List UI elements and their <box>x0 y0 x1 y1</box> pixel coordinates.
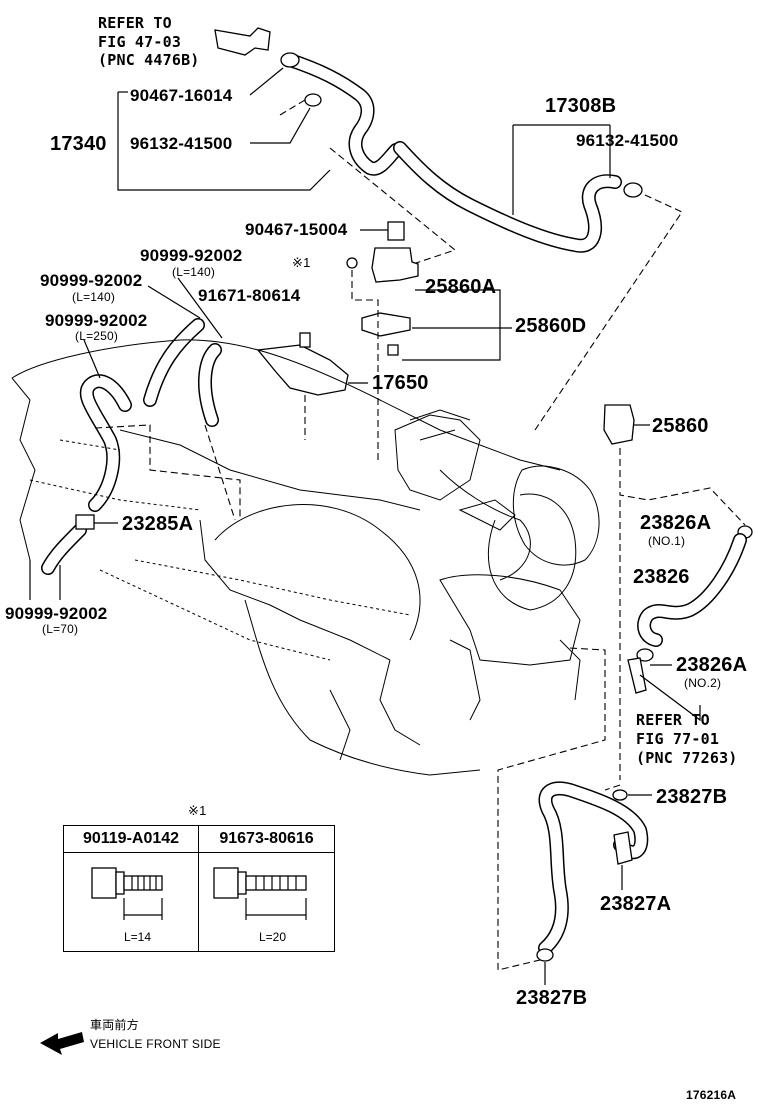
pipe-23827 <box>613 831 633 865</box>
label-23826A-no2-sub: (NO.2) <box>684 676 722 690</box>
label-96132-41500-left: 96132-41500 <box>130 134 233 153</box>
mark1-label: ※1 <box>292 255 311 270</box>
table-col1-part: 90119-A0142 <box>64 826 198 853</box>
vehicle-front-jp: 車両前方 <box>90 1018 139 1032</box>
label-23826A-no1: 23826A <box>640 512 712 534</box>
hose-90999-92002-L140-b <box>198 343 222 427</box>
clamp-96132-41500-left <box>304 93 322 107</box>
table-col2-len: L=20 <box>259 930 287 944</box>
label-23826A-no1-sub: (NO.1) <box>648 534 686 548</box>
label-90999-92002-c-len: (L=250) <box>75 329 119 343</box>
refer-top-line1: REFER TO <box>98 14 172 32</box>
hose-90999-92002-L250 <box>79 374 132 512</box>
bracket-25860D <box>361 312 411 337</box>
label-90999-92002-b: 90999-92002 <box>40 271 143 290</box>
bolt-91671-80614 <box>299 332 311 348</box>
label-23827A: 23827A <box>600 893 672 915</box>
bracket-17340 <box>117 92 331 191</box>
label-17308B: 17308B <box>545 95 617 117</box>
label-23826: 23826 <box>633 566 690 588</box>
clamp-90467-15004 <box>387 221 405 241</box>
table-col1-len: L=14 <box>124 930 152 944</box>
label-90999-92002-b-len: (L=140) <box>72 290 116 304</box>
label-25860A: 25860A <box>425 276 497 298</box>
label-90999-92002-a: 90999-92002 <box>140 246 243 265</box>
hose-23826 <box>637 533 747 647</box>
vacuum-tee-23285A <box>75 514 95 530</box>
clamp-23827B-bottom <box>536 948 554 962</box>
refer-top-line3: (PNC 4476B) <box>98 51 200 69</box>
mark1-table-label: ※1 <box>188 803 207 818</box>
hose-17308B <box>393 141 622 253</box>
vsv-25860A <box>371 247 419 283</box>
label-90467-16014: 90467-16014 <box>130 86 233 105</box>
vsv-17650 <box>256 344 349 396</box>
figure-number: 176216A <box>686 1088 737 1102</box>
vehicle-front-en: VEHICLE FRONT SIDE <box>90 1037 221 1051</box>
hose-90999-92002-L70 <box>41 523 87 575</box>
arrow-left-icon <box>40 1032 84 1055</box>
refer-right-line2: FIG 77-01 <box>636 730 720 748</box>
label-25860: 25860 <box>652 415 709 437</box>
label-91671-80614: 91671-80614 <box>198 286 301 305</box>
bolt-mark1 <box>346 257 358 269</box>
clamp-96132-41500-right <box>623 182 643 198</box>
clamp-90467-16014 <box>280 52 300 68</box>
label-17650: 17650 <box>372 372 429 394</box>
label-90999-92002-d-len: (L=70) <box>42 622 79 636</box>
bolt-91673-80616-icon <box>213 867 307 920</box>
refer-right-line3: (PNC 77263) <box>636 749 738 767</box>
vsv-25860 <box>603 404 635 445</box>
label-23827B-top: 23827B <box>656 786 728 808</box>
label-17340: 17340 <box>50 133 107 155</box>
hose-23827A <box>538 781 649 955</box>
table-col2-part: 91673-80616 <box>199 826 334 853</box>
clamp-23826A-no2 <box>636 648 654 662</box>
refer-top-line2: FIG 47-03 <box>98 33 182 51</box>
label-23285A: 23285A <box>122 513 194 535</box>
hose-17340 <box>283 53 403 176</box>
hose-90999-92002-L140-a <box>143 318 205 407</box>
clamp-23827B-top <box>612 789 628 801</box>
refer-right-line1: REFER TO <box>636 711 710 729</box>
label-90999-92002-a-len: (L=140) <box>172 265 216 279</box>
label-96132-41500-right: 96132-41500 <box>576 131 679 150</box>
pipe-77263 <box>627 657 647 694</box>
label-90999-92002-d: 90999-92002 <box>5 604 108 623</box>
label-25860D: 25860D <box>515 315 587 337</box>
bolt-table: 90119-A0142 91673-80616 L=14 L=20 <box>63 825 335 952</box>
connector-top <box>214 27 271 56</box>
label-23826A-no2: 23826A <box>676 654 748 676</box>
bolt-90119-A0142-icon <box>91 867 163 920</box>
label-90467-15004: 90467-15004 <box>245 220 348 239</box>
label-90999-92002-c: 90999-92002 <box>45 311 148 330</box>
table-divider <box>198 826 200 951</box>
bolt-25860 <box>387 344 399 356</box>
label-23827B-bottom: 23827B <box>516 987 588 1009</box>
engine-outline <box>11 339 600 776</box>
